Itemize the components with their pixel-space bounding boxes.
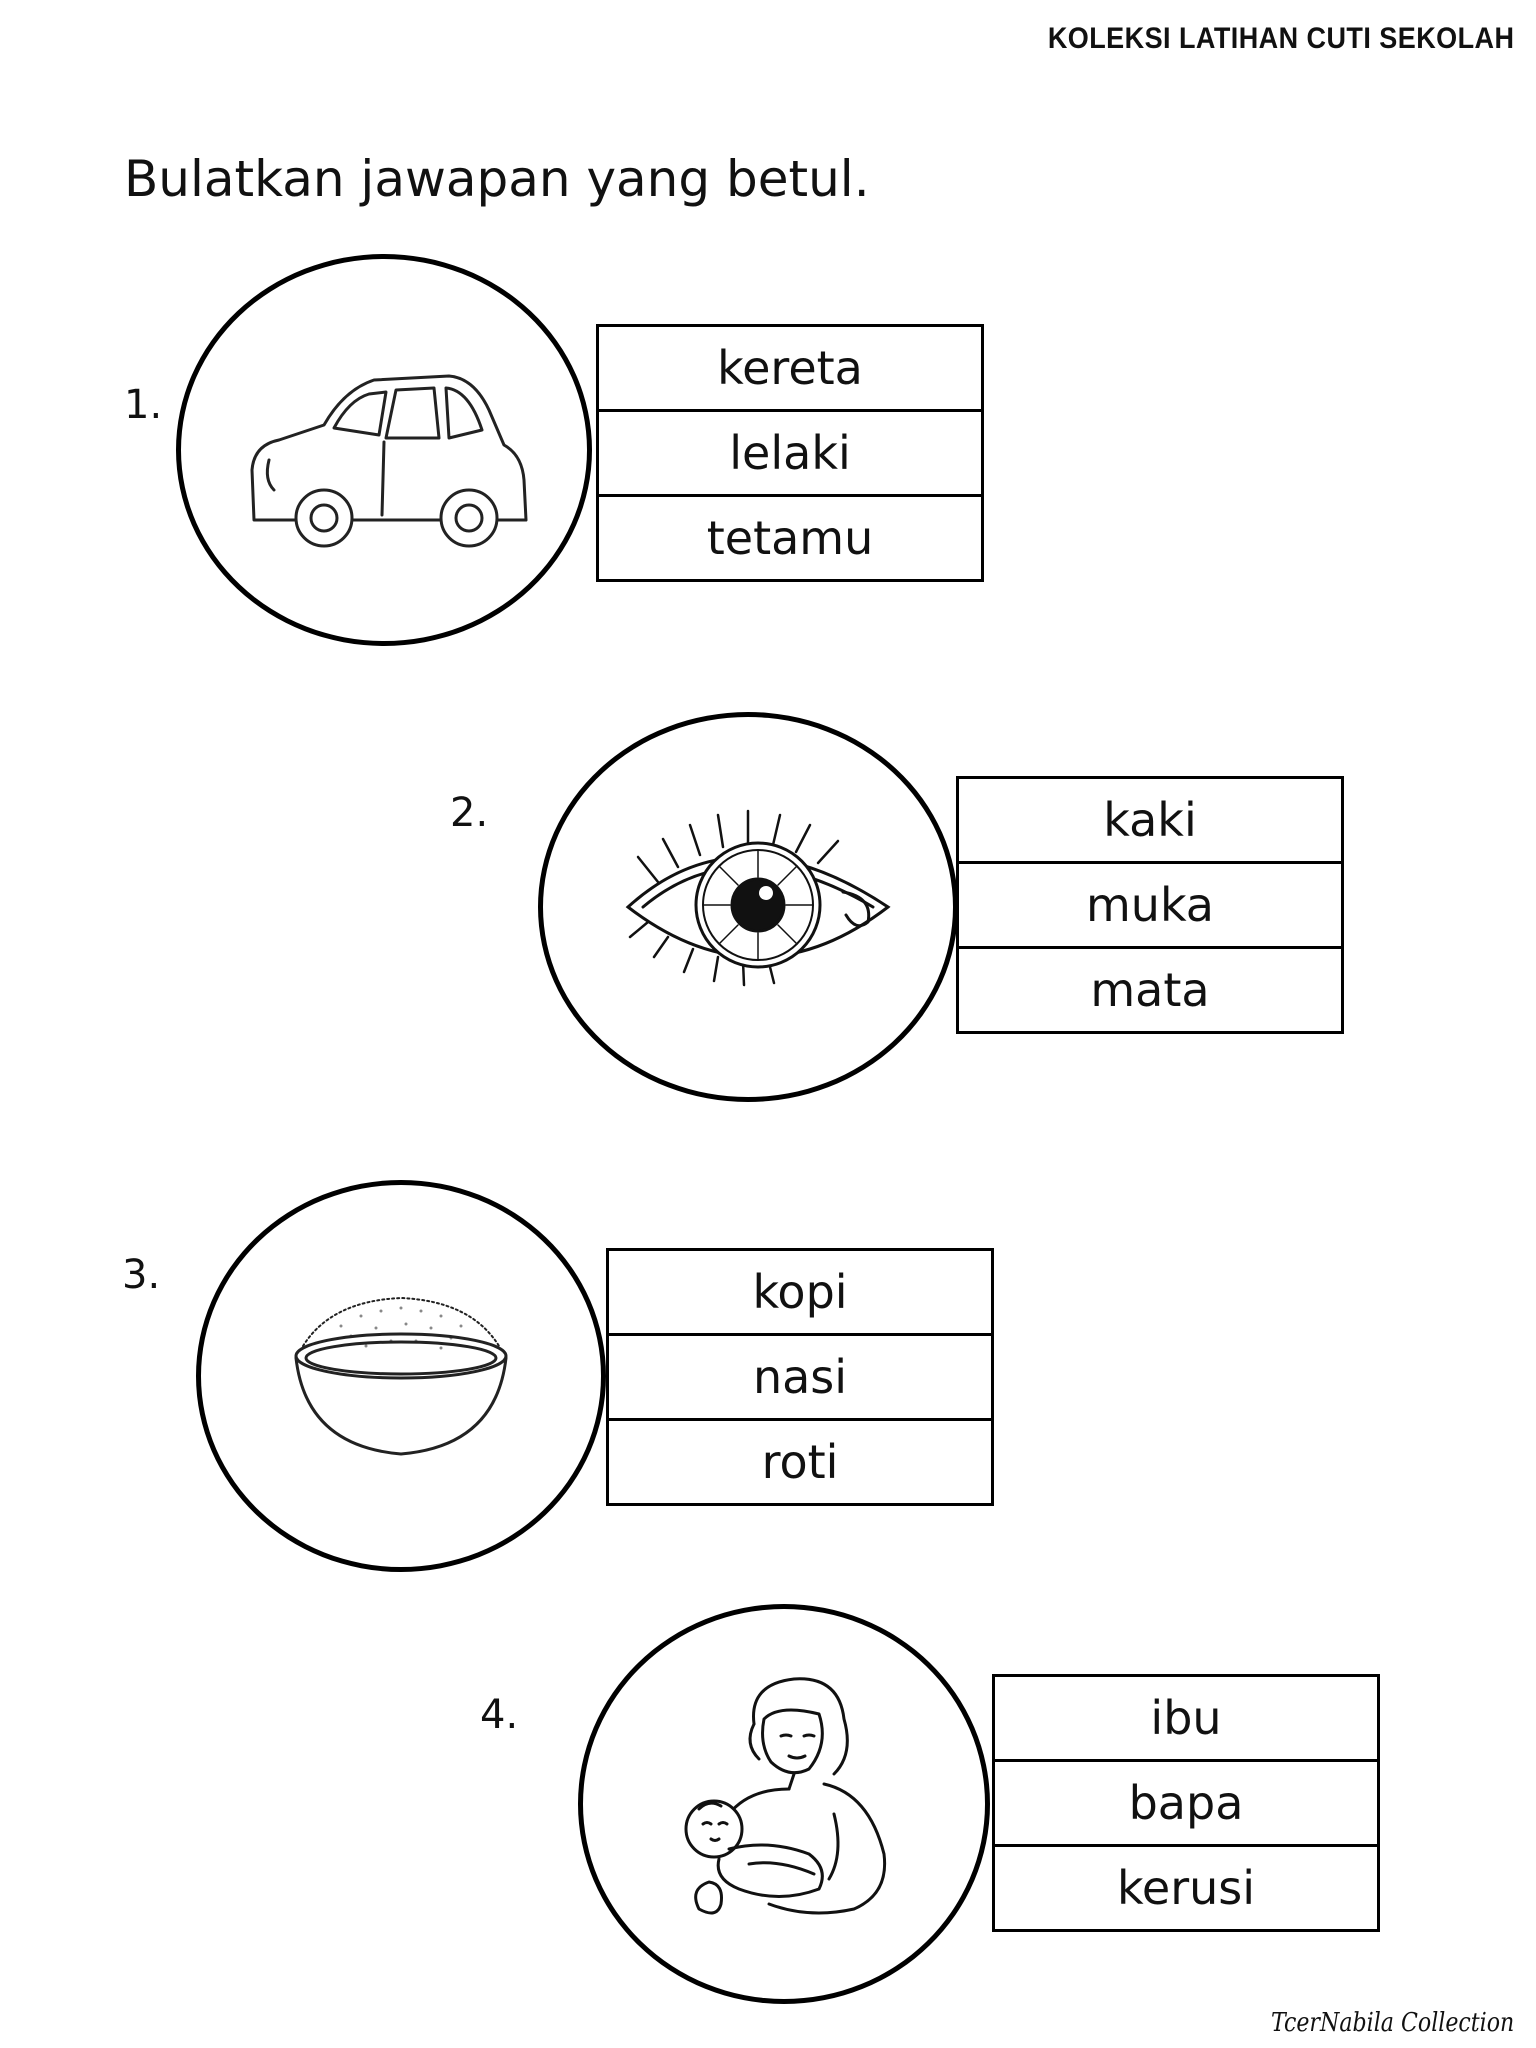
question-2-picture-circle [538, 712, 958, 1102]
instruction-text: Bulatkan jawapan yang betul. [124, 150, 870, 208]
question-1-picture-circle [176, 254, 592, 646]
question-4-answer-table: ibu bapa kerusi [992, 1674, 1380, 1932]
question-3-picture-circle [196, 1180, 606, 1572]
answer-option[interactable]: nasi [609, 1333, 991, 1418]
answer-option[interactable]: kerusi [995, 1844, 1377, 1929]
eye-icon [625, 809, 891, 987]
answer-option[interactable]: muka [959, 861, 1341, 946]
answer-option[interactable]: ibu [1150, 1691, 1222, 1745]
answer-option[interactable]: lelaki [599, 409, 981, 494]
question-4-picture-circle [578, 1604, 990, 2004]
answer-option[interactable]: tetamu [599, 494, 981, 579]
answer-option[interactable]: kereta [717, 341, 863, 395]
rice-bowl-icon [294, 1296, 508, 1456]
question-number: 4. [480, 1692, 519, 1738]
question-2-answer-table: kaki muka mata [956, 776, 1344, 1034]
question-number: 2. [450, 790, 489, 836]
question-3-answer-table: kopi nasi roti [606, 1248, 994, 1506]
question-1-answer-table: kereta lelaki tetamu [596, 324, 984, 582]
answer-option[interactable]: kaki [1103, 793, 1197, 847]
mother-baby-icon [684, 1677, 887, 1915]
car-icon [250, 374, 528, 548]
page-header-title: KOLEKSI LATIHAN CUTI SEKOLAH [1047, 22, 1514, 55]
question-number: 1. [124, 382, 163, 428]
answer-option[interactable]: roti [609, 1418, 991, 1503]
answer-option[interactable]: mata [959, 946, 1341, 1031]
answer-option[interactable]: kopi [752, 1265, 848, 1319]
footer-credit: TcerNabila Collection [1270, 2008, 1514, 2038]
question-number: 3. [122, 1252, 161, 1298]
answer-option[interactable]: bapa [995, 1759, 1377, 1844]
